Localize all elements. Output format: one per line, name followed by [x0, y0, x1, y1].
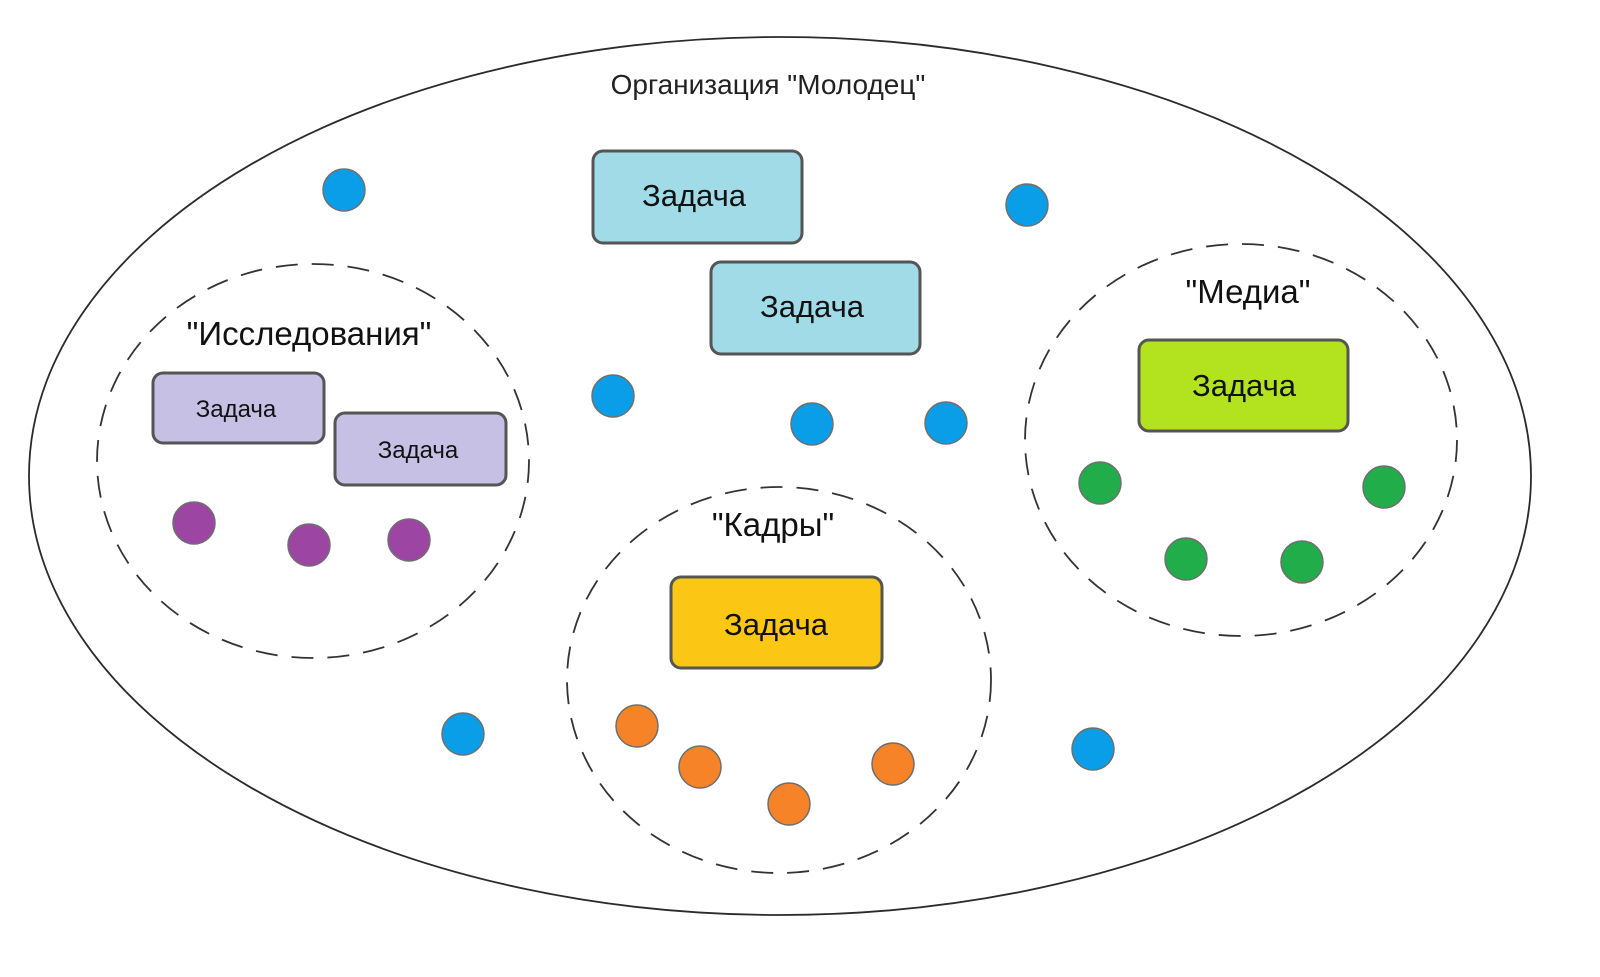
hr-member	[871, 742, 915, 786]
research-task-2-label: Задача	[378, 437, 459, 464]
research-member	[172, 501, 216, 545]
hr-group-boundary	[566, 486, 992, 874]
org-member	[591, 374, 635, 418]
org-member	[790, 402, 834, 446]
media-member	[1078, 461, 1122, 505]
research-task-1: Задача	[151, 371, 326, 445]
org-member	[441, 712, 485, 756]
hr-group: "Кадры" Задача	[566, 486, 992, 874]
org-member	[322, 168, 366, 212]
media-member	[1164, 537, 1208, 581]
hr-task-label: Задача	[724, 607, 829, 642]
org-task-2-label: Задача	[760, 289, 865, 324]
research-member	[287, 523, 331, 567]
org-member	[924, 401, 968, 445]
org-member	[1071, 727, 1115, 771]
hr-task-box	[669, 575, 884, 670]
hr-group-title: "Кадры"	[712, 506, 834, 543]
research-group-title: "Исследования"	[187, 315, 432, 352]
research-task-2: Задача	[333, 411, 508, 487]
research-group: "Исследования" Задача Задача	[96, 263, 530, 659]
organization-title: Организация "Молодец"	[611, 69, 926, 100]
hr-member	[767, 782, 811, 826]
media-group: "Медиа" Задача	[1024, 243, 1458, 637]
research-task-2-box	[333, 411, 508, 487]
org-task-1-box	[591, 149, 804, 245]
research-task-1-label: Задача	[196, 396, 277, 423]
media-member	[1280, 540, 1324, 584]
hr-task: Задача	[669, 575, 884, 670]
research-group-boundary	[96, 263, 530, 659]
media-task-label: Задача	[1192, 368, 1297, 403]
media-group-boundary	[1024, 243, 1458, 637]
media-group-title: "Медиа"	[1186, 273, 1311, 310]
media-member	[1362, 465, 1406, 509]
org-task-1: Задача	[591, 149, 804, 245]
org-member	[1005, 183, 1049, 227]
research-member	[387, 518, 431, 562]
media-task-box	[1137, 338, 1350, 433]
hr-member	[615, 704, 659, 748]
hr-member	[678, 745, 722, 789]
org-task-2-box	[709, 260, 922, 356]
organization-boundary	[28, 36, 1532, 916]
org-task-2: Задача	[709, 260, 922, 356]
research-task-1-box	[151, 371, 326, 445]
org-task-1-label: Задача	[642, 178, 747, 213]
media-task: Задача	[1137, 338, 1350, 433]
